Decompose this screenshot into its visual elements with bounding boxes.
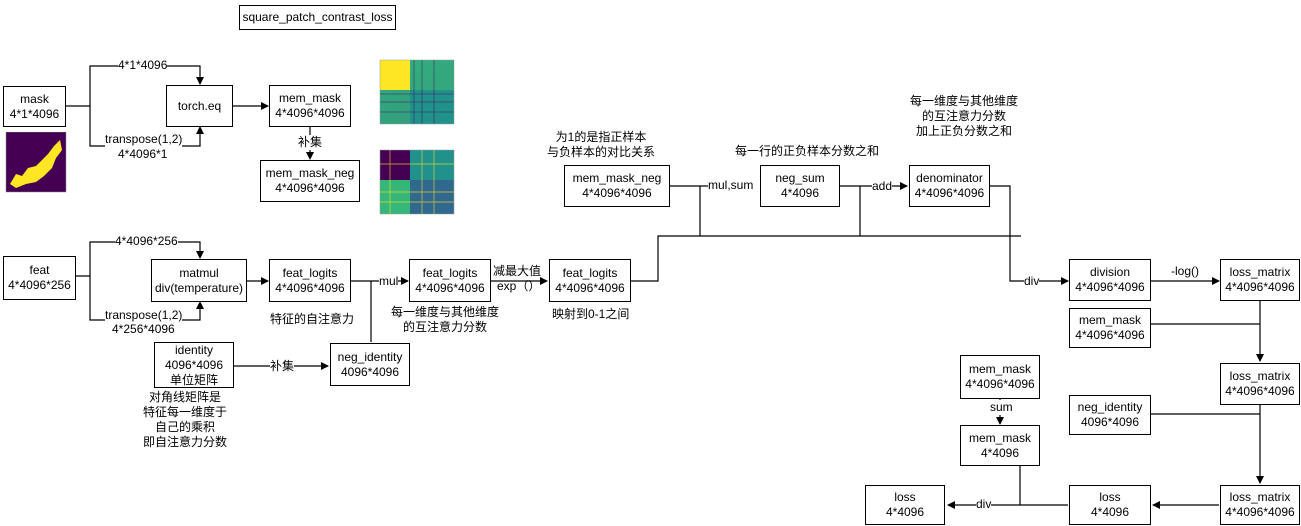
edge-label-subtract-max: 减最大值: [493, 264, 542, 278]
edge-label-sum: sum: [990, 400, 1013, 415]
edge-label-complement-2: 补集: [270, 359, 295, 374]
annotation-self-attention: 特征的自注意力: [270, 312, 355, 326]
page-title: square_patch_contrast_loss: [239, 5, 396, 30]
edge-label-mul-sum: mul,sum: [708, 178, 754, 193]
edge-label-feat-transpose-shape: 4*256*4096: [112, 322, 175, 336]
svg-text:·: ·: [2, 159, 3, 163]
torch-eq-node[interactable]: torch.eq: [166, 85, 233, 127]
edge-label-feat-shape: 4*4096*256: [115, 234, 178, 249]
edge-label-mul: mul: [379, 274, 399, 289]
edge-label-add: add: [872, 179, 893, 194]
annotation-mutual-attention: 每一维度与其他维度的互注意力分数: [391, 305, 500, 334]
edge-label-neg-log: -log(): [1171, 264, 1200, 279]
svg-text:·: ·: [2, 139, 3, 143]
edge-label-mask-transpose: transpose(1,2): [105, 132, 183, 147]
edge-label-mask-transpose-shape: 4*4096*1: [118, 147, 168, 161]
mask-image: · · ·: [2, 132, 67, 193]
mem-mask-heatmap: [379, 59, 455, 125]
edge-label-complement-1: 补集: [298, 135, 323, 150]
annotation-pos-neg-relation: 为1的是指正样本与负样本的对比关系: [547, 130, 656, 159]
edge-label-feat-transpose: transpose(1,2): [105, 308, 183, 323]
edge-label-exp: exp（）: [497, 279, 541, 293]
edge-label-div-2: div: [976, 497, 992, 512]
svg-text:·: ·: [2, 179, 3, 183]
annotation-neg-score-sum: 每一行的正负样本分数之和: [735, 144, 880, 158]
edge-label-mask-shape: 4*1*4096: [118, 58, 168, 73]
mem-mask-neg-heatmap: [379, 149, 455, 215]
annotation-diagonal: 对角线矩阵是特征每一维度于自己的乘积即自注意力分数: [143, 390, 228, 449]
annotation-map-0-1: 映射到0-1之间: [552, 307, 630, 321]
annotation-denominator: 每一维度与其他维度的互注意力分数加上正负分数之和: [910, 94, 1019, 138]
edge-label-div-1: div: [1024, 274, 1040, 289]
